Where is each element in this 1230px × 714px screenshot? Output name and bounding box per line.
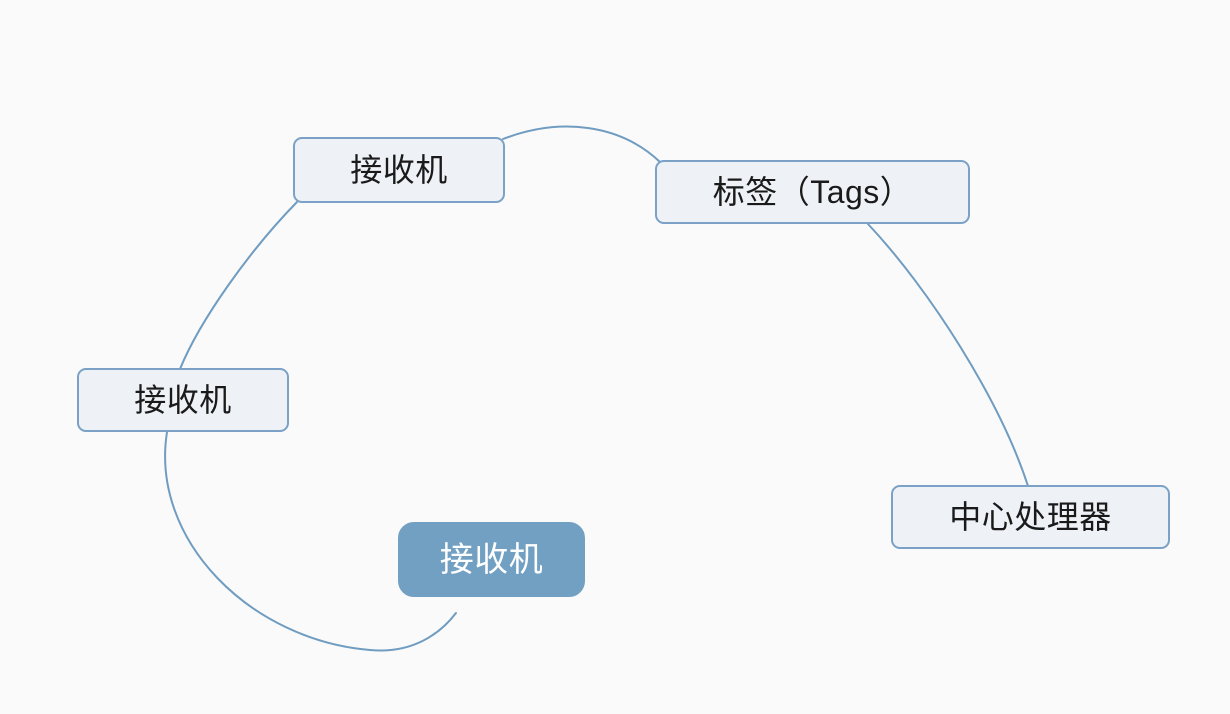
node-label: 标签（Tags） [712, 174, 913, 210]
node-receiver-top[interactable]: 接收机 [293, 137, 505, 203]
connector-edge-top-to-left [179, 201, 298, 370]
connector-edge-top-to-tags [502, 125, 661, 163]
node-tags[interactable]: 标签（Tags） [655, 160, 970, 224]
node-cpu[interactable]: 中心处理器 [891, 485, 1170, 549]
node-label: 接收机 [134, 382, 232, 418]
node-receiver-left[interactable]: 接收机 [77, 368, 289, 432]
connector-edge-tags-to-cpu [867, 223, 1029, 487]
node-label: 接收机 [350, 152, 448, 188]
node-label: 中心处理器 [949, 499, 1112, 535]
node-receiver-selected[interactable]: 接收机 [398, 522, 585, 597]
node-label: 接收机 [439, 540, 544, 579]
